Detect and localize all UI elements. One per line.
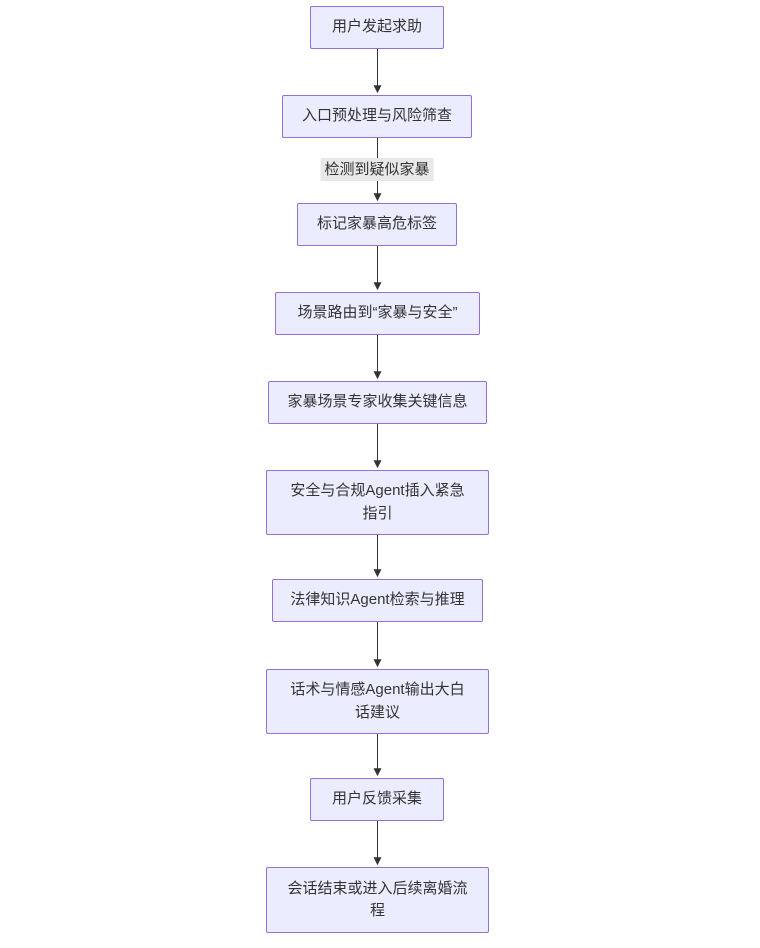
flow-node-expert-collect-info: 家暴场景专家收集关键信息 [268,381,487,424]
flow-node-legal-knowledge-agent: 法律知识Agent检索与推理 [272,579,483,622]
flow-node-entry-preprocessing: 入口预处理与风险筛查 [282,95,472,138]
flow-node-user-initiates-help: 用户发起求助 [310,6,444,49]
flow-node-user-feedback: 用户反馈采集 [310,778,444,821]
flow-node-session-end: 会话结束或进入后续离婚流 程 [266,867,489,933]
flow-node-scene-routing: 场景路由到“家暴与安全” [275,292,480,335]
edge-label-suspected-dv: 检测到疑似家暴 [320,158,434,181]
flow-node-safety-compliance-agent: 安全与合规Agent插入紧急 指引 [266,470,489,535]
flow-node-speech-emotion-agent: 话术与情感Agent输出大白 话建议 [266,669,489,734]
flow-node-mark-high-risk-label: 标记家暴高危标签 [297,203,457,246]
